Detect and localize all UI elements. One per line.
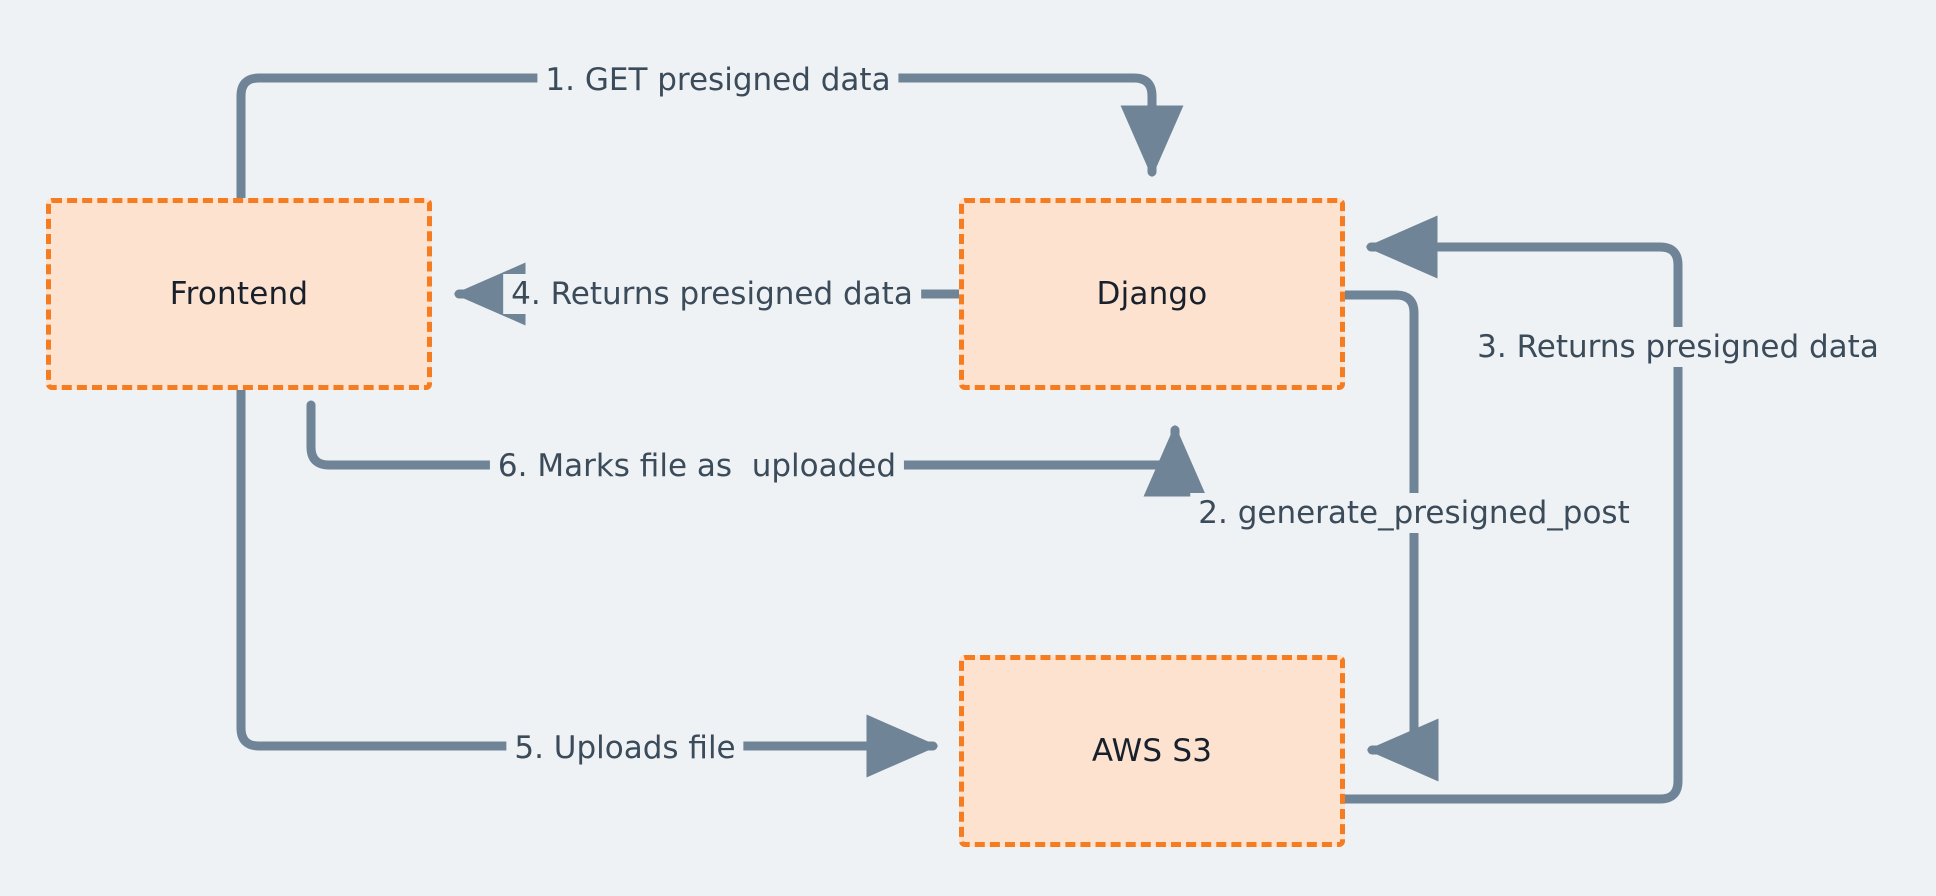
node-django-label: Django — [1096, 276, 1208, 312]
edge-label-4: 4. Returns presigned data — [503, 274, 921, 314]
node-frontend[interactable]: Frontend — [46, 198, 432, 390]
edge-path-5 — [236, 385, 939, 778]
node-django[interactable]: Django — [959, 198, 1345, 390]
edge-label-2: 2. generate_presigned_post — [1190, 493, 1638, 533]
node-aws-s3[interactable]: AWS S3 — [959, 655, 1345, 847]
edge-label-3: 3. Returns presigned data — [1469, 327, 1887, 367]
edge-label-6: 6. Marks file as uploaded — [489, 446, 905, 486]
node-aws-s3-label: AWS S3 — [1091, 733, 1213, 769]
edge-label-5: 5. Uploads file — [506, 728, 744, 768]
edge-path-3 — [1340, 215, 1683, 804]
node-frontend-label: Frontend — [169, 276, 309, 312]
edge-label-1: 1. GET presigned data — [537, 60, 899, 100]
